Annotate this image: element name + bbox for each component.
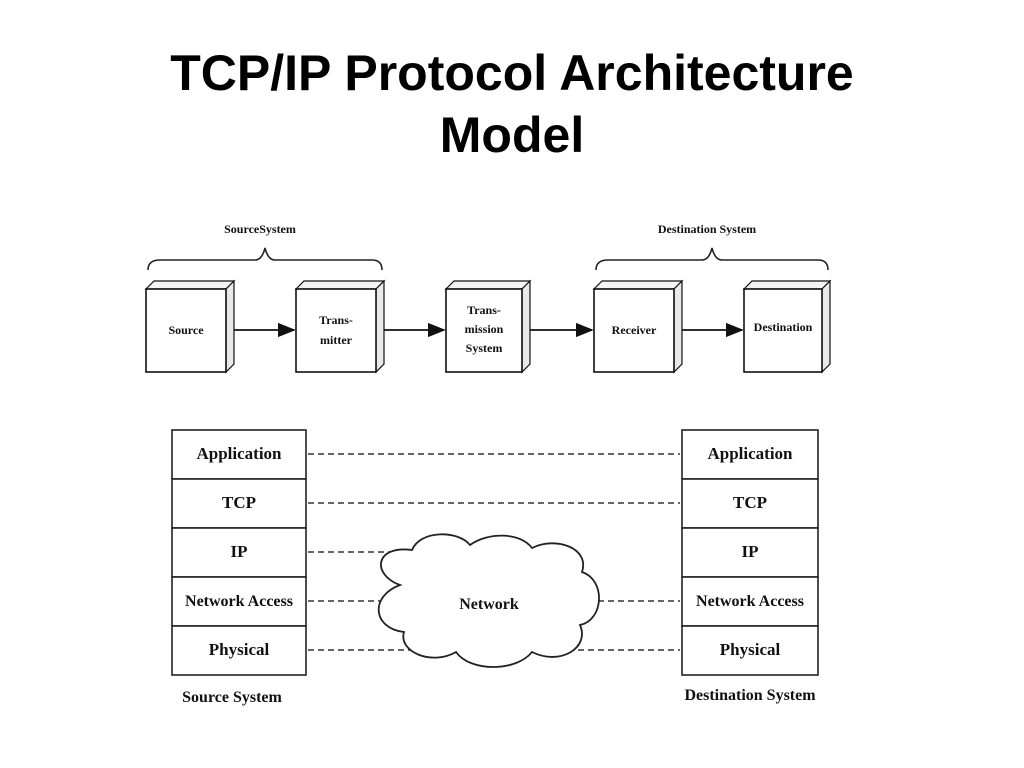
destination-box-label: Destination	[754, 320, 813, 334]
source-system-brace	[147, 247, 383, 271]
source-layer-application	[171, 429, 307, 480]
network-cloud-label: Network	[459, 596, 519, 613]
transmitter-box-label-line-1: Trans-	[319, 313, 353, 327]
transmitter-box: Trans- mitter	[294, 279, 386, 374]
destination-layer-ip-label: IP	[742, 542, 759, 561]
destination-layer-physical-label: Physical	[720, 640, 781, 659]
transmitter-box-label-line-2: mitter	[320, 333, 353, 347]
destination-protocol-stack: Application TCP IP Network Access Physic…	[681, 429, 819, 676]
source-layer-application-label: Application	[196, 444, 282, 463]
source-protocol-stack: Application TCP IP Network Access Physic…	[171, 429, 307, 676]
destination-box: Destination	[742, 279, 832, 374]
destination-system-caption: Destination System	[684, 687, 816, 704]
transmission-system-label-line-1: Trans-	[467, 303, 501, 317]
receiver-box: Receiver	[592, 279, 684, 374]
transmission-system-label-line-2: mission	[465, 322, 504, 336]
slide-title-line-1: TCP/IP Protocol Architecture	[170, 45, 854, 101]
source-layer-ip-label: IP	[231, 542, 248, 561]
source-layer-tcp-label: TCP	[222, 493, 256, 512]
source-layer-network-access-label: Network Access	[185, 593, 293, 610]
source-system-group-label: SourceSystem	[224, 222, 296, 236]
transmission-system-label-line-3: System	[466, 341, 503, 355]
source-layer-physical	[171, 625, 307, 676]
destination-layer-application-label: Application	[707, 444, 793, 463]
destination-layer-tcp-label: TCP	[733, 493, 767, 512]
slide-title: TCP/IP Protocol Architecture Model	[0, 42, 1024, 166]
destination-layer-network-access	[681, 576, 819, 627]
source-layer-ip	[171, 527, 307, 578]
source-layer-tcp	[171, 478, 307, 529]
destination-layer-network-access-label: Network Access	[696, 593, 804, 610]
slide-title-line-2: Model	[439, 107, 585, 163]
destination-system-group-label: Destination System	[658, 222, 756, 236]
destination-layer-ip	[681, 527, 819, 578]
source-system-caption: Source System	[182, 689, 282, 706]
network-cloud	[377, 533, 600, 668]
receiver-box-label: Receiver	[612, 323, 657, 337]
source-box: Source	[144, 279, 236, 374]
source-layer-physical-label: Physical	[209, 640, 270, 659]
source-box-label: Source	[168, 323, 204, 337]
destination-system-brace	[595, 247, 829, 271]
destination-layer-application	[681, 429, 819, 480]
destination-layer-physical	[681, 625, 819, 676]
transmission-system-box: Trans- mission System	[444, 279, 532, 374]
